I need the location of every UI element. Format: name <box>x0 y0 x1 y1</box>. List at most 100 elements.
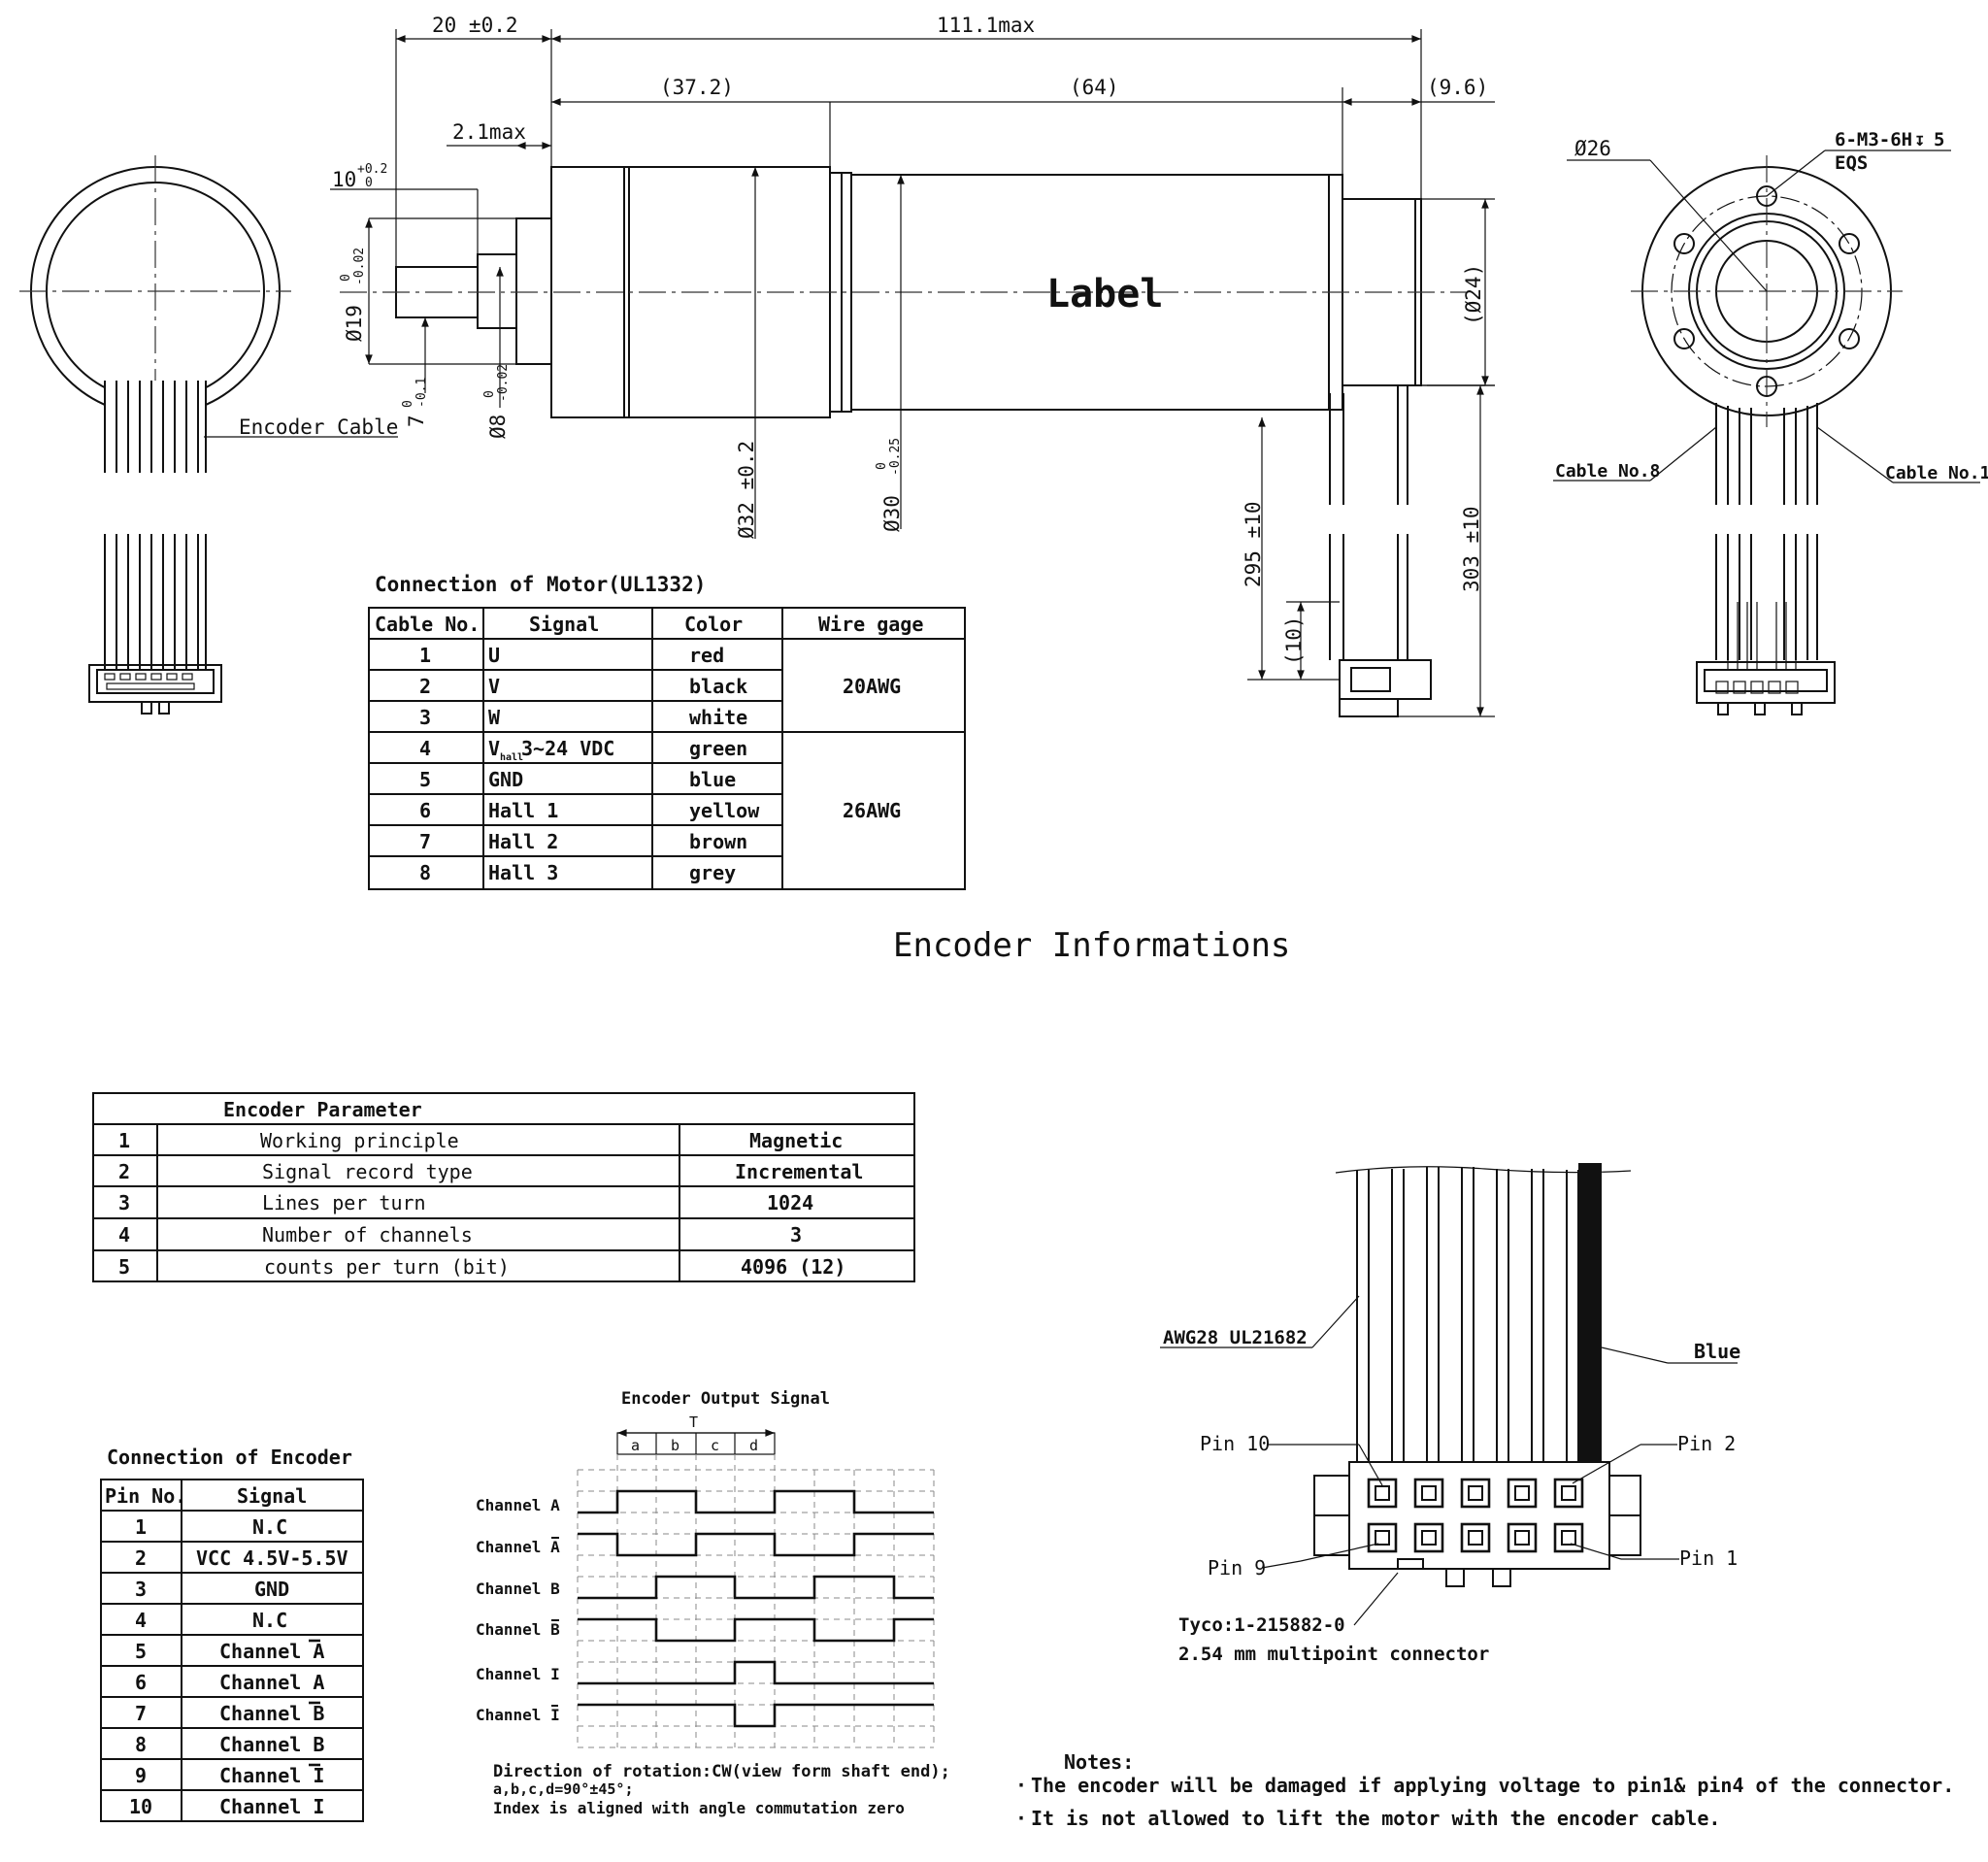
motor-row-6-no: 6 <box>419 799 431 822</box>
enc-row-4-signal: N.C <box>252 1609 287 1632</box>
waveform-i-bar <box>578 1703 934 1728</box>
motor-table-title: Connection of Motor(UL1332) <box>375 573 706 596</box>
enc-row-7-no: 7 <box>135 1702 147 1725</box>
motor-th-signal: Signal <box>529 613 599 636</box>
motor-row-7-no: 7 <box>419 830 431 853</box>
dim-8-hi: 0 <box>482 390 497 398</box>
param-row-3-name: Lines per turn <box>262 1191 426 1214</box>
motor-row-6-signal: Hall 1 <box>488 799 558 822</box>
dim-32: Ø32 ±0.2 <box>735 441 758 539</box>
enc-row-3-no: 3 <box>135 1578 147 1601</box>
param-row-4-no: 4 <box>118 1223 130 1247</box>
ch-label-a-bar: Channel A <box>476 1538 560 1556</box>
dimension-lines-vertical: Ø19 0 -0.02 7 0 -0.1 Ø8 0 -0.02 Ø32 ±0.2… <box>339 167 1495 717</box>
phase-c: c <box>711 1437 719 1454</box>
encoder-connection-table: Connection of Encoder Pin No. Signal 1 N… <box>100 1446 364 1822</box>
note-2: It is not allowed to lift the motor with… <box>1031 1807 1720 1830</box>
param-row-3-no: 3 <box>118 1191 130 1214</box>
waveform-a-bar <box>578 1532 934 1557</box>
cable-8-label: Cable No.8 <box>1555 461 1660 482</box>
connector-pins <box>1367 1478 1584 1553</box>
dimension-lines-top: 20 ±0.2 111.1max (37.2) (64) (9.6) 2.1ma… <box>330 14 1495 267</box>
motor-row-7-signal: Hall 2 <box>488 830 558 853</box>
enc-row-6-signal: Channel A <box>219 1671 324 1694</box>
param-row-2-value: Incremental <box>735 1160 863 1183</box>
motor-row-3-signal: W <box>488 706 501 729</box>
dim-37: (37.2) <box>660 76 734 99</box>
phase-b: b <box>671 1437 679 1454</box>
m3-depth-symbol: ↧ <box>1914 129 1925 150</box>
encoder-param-title: Encoder Parameter <box>223 1098 422 1121</box>
motor-row-3-no: 3 <box>419 706 431 729</box>
motor-connection-table: Connection of Motor(UL1332) Cable No. Si… <box>368 573 966 890</box>
cable-1-label: Cable No.1 <box>1885 463 1988 483</box>
enc-th-pin: Pin No. <box>105 1484 186 1508</box>
dim-20: 20 ±0.2 <box>432 14 518 37</box>
m3-depth: 5 <box>1934 129 1944 150</box>
motor-row-5-no: 5 <box>419 768 431 791</box>
signal-note-2: a,b,c,d=90°±45°; <box>493 1780 634 1798</box>
encoder-plug-side <box>88 664 222 715</box>
motor-row-1-signal: U <box>488 644 500 667</box>
dim-30-hi: 0 <box>875 462 889 470</box>
enc-row-10-no: 10 <box>129 1795 152 1818</box>
dim-303: 303 ±10 <box>1460 506 1483 592</box>
param-row-3-value: 1024 <box>767 1191 813 1214</box>
motor-row-1-color: red <box>689 644 724 667</box>
param-row-1-value: Magnetic <box>749 1129 843 1152</box>
dim-7-hi: 0 <box>401 400 415 408</box>
dim-26: Ø26 <box>1574 137 1611 160</box>
body-label: Label <box>1046 272 1163 316</box>
connector-detail: AWG28 UL21682 Blue Pin 10 Pin 2 Pin 9 Pi… <box>1160 1163 1740 1665</box>
awg-label: AWG28 UL21682 <box>1163 1327 1308 1348</box>
motor-th-cable: Cable No. <box>375 613 480 636</box>
motor-row-6-color: yellow <box>689 799 760 822</box>
motor-row-3-color: white <box>689 706 747 729</box>
pin-2-label: Pin 2 <box>1677 1432 1736 1455</box>
motor-th-color: Color <box>684 613 743 636</box>
ch-label-i: Channel I <box>476 1665 560 1683</box>
note-1-bullet: · <box>1015 1774 1027 1797</box>
encoder-output-signal: Encoder Output Signal T a b c d <box>476 1389 950 1817</box>
signal-note-3: Index is aligned with angle commutation … <box>493 1799 905 1817</box>
enc-row-4-no: 4 <box>135 1609 147 1632</box>
motor-row-8-signal: Hall 3 <box>488 861 558 884</box>
motor-row-8-color: grey <box>689 861 736 884</box>
enc-row-5-no: 5 <box>135 1640 147 1663</box>
pin-9-label: Pin 9 <box>1208 1556 1266 1579</box>
waveform-b <box>578 1575 934 1600</box>
encoder-end-view: Encoder Cable <box>19 155 398 715</box>
param-row-2-name: Signal record type <box>262 1160 473 1183</box>
param-row-4-value: 3 <box>790 1223 802 1247</box>
enc-row-8-signal: Channel B <box>219 1733 324 1756</box>
dim-30-lo: -0.25 <box>888 438 903 476</box>
dim-7: 7 <box>405 415 428 427</box>
signal-title: Encoder Output Signal <box>621 1389 830 1409</box>
ch-label-i-bar: Channel I <box>476 1706 560 1724</box>
dim-19-hi: 0 <box>339 274 353 282</box>
motor-row-8-no: 8 <box>419 861 431 884</box>
motor-row-4-signal: V <box>488 737 500 760</box>
motor-row-7-color: brown <box>689 830 747 853</box>
enc-row-1-no: 1 <box>135 1515 147 1539</box>
enc-row-10-signal: Channel I <box>219 1795 324 1818</box>
note-1: The encoder will be damaged if applying … <box>1031 1774 1954 1797</box>
enc-th-signal: Signal <box>237 1484 307 1508</box>
motor-row-5-signal: GND <box>488 768 523 791</box>
enc-row-2-no: 2 <box>135 1546 147 1570</box>
dim-10-paren: (10) <box>1282 615 1306 665</box>
signal-grid <box>577 1454 935 1748</box>
enc-row-3-signal: GND <box>254 1578 289 1601</box>
param-row-4-name: Number of channels <box>262 1223 473 1247</box>
enc-row-7-signal: Channel B <box>219 1702 324 1725</box>
ch-label-a: Channel A <box>476 1496 560 1514</box>
motor-row-1-no: 1 <box>419 644 431 667</box>
motor-gage-26awg: 26AWG <box>843 799 901 822</box>
connector-desc: 2.54 mm multipoint connector <box>1178 1644 1489 1665</box>
phase-d: d <box>749 1437 758 1454</box>
section-title: Encoder Informations <box>893 926 1290 965</box>
dim-19: Ø19 <box>343 305 366 342</box>
waveform-b-bar <box>578 1617 934 1643</box>
dim-10-sub: 0 <box>365 176 373 190</box>
